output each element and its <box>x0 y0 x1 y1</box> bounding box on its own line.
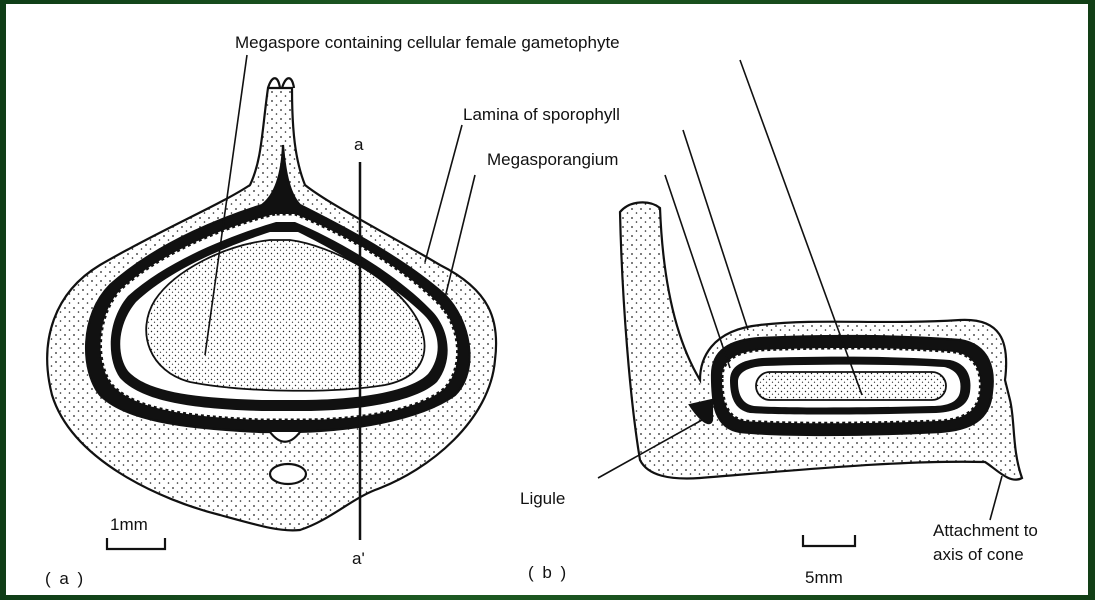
selaginella-megasporophyll-diagram: Megaspore containing cellular female gam… <box>6 4 1088 595</box>
label-attachment-1: Attachment to <box>933 521 1038 540</box>
megaspore-b <box>756 372 946 400</box>
panel-b-drawing <box>620 202 1022 479</box>
label-attachment-2: axis of cone <box>933 545 1024 564</box>
scale-bar-a <box>107 538 165 549</box>
label-section-a-prime: a' <box>352 549 365 568</box>
label-scale-a: 1mm <box>110 515 148 534</box>
scale-bar-b <box>803 535 855 546</box>
label-section-a: a <box>354 135 364 154</box>
label-panel-a: ( a ) <box>45 569 85 588</box>
diagram-panel: Megaspore containing cellular female gam… <box>6 4 1088 595</box>
label-megaspore: Megaspore containing cellular female gam… <box>235 33 620 52</box>
label-panel-b: ( b ) <box>528 563 568 582</box>
label-scale-b: 5mm <box>805 568 843 587</box>
label-lamina: Lamina of sporophyll <box>463 105 620 124</box>
panel-a-drawing <box>47 78 496 540</box>
label-ligule: Ligule <box>520 489 565 508</box>
vascular-bundle <box>270 464 306 484</box>
label-megasporangium: Megasporangium <box>487 150 618 169</box>
